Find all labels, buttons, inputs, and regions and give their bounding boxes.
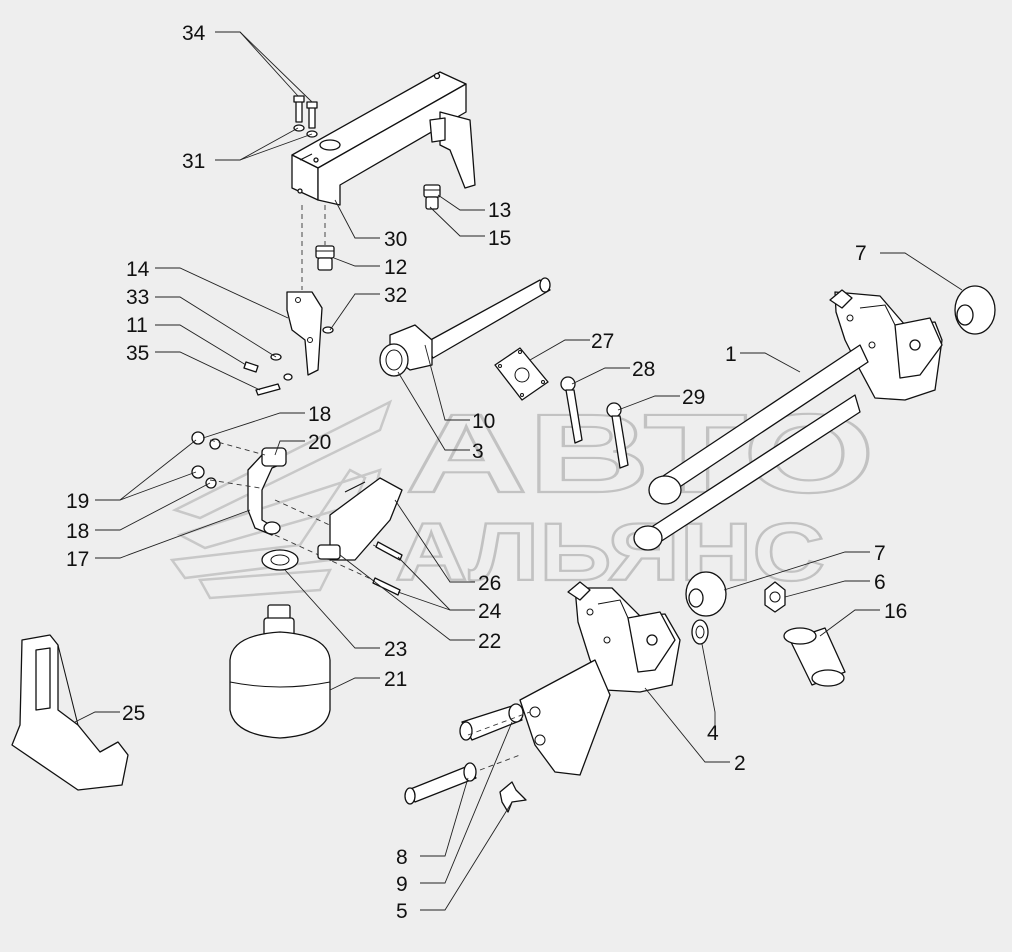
callout-24: 24 (478, 600, 502, 623)
accumulator-21 (229, 604, 331, 739)
roller-7-upper (954, 285, 996, 335)
callout-28: 28 (632, 358, 655, 381)
callout-18-lower: 18 (66, 520, 89, 543)
lift-rod-10 (379, 277, 551, 377)
callout-11: 11 (126, 314, 148, 337)
callout-14: 14 (126, 258, 150, 281)
pins-24 (372, 541, 403, 596)
fitting-20 (261, 447, 287, 467)
callout-31: 31 (182, 150, 205, 173)
callout-7-lower: 7 (874, 542, 886, 565)
callout-9: 9 (396, 873, 408, 896)
bolts-34 (293, 95, 318, 138)
washer-4 (691, 619, 709, 645)
callout-23: 23 (384, 638, 407, 661)
hook-upper-1 (829, 289, 943, 401)
callout-10: 10 (472, 410, 495, 433)
callout-3: 3 (472, 440, 484, 463)
callout-29: 29 (682, 386, 705, 409)
bushing-16 (783, 627, 846, 687)
plate-27 (494, 347, 549, 401)
nut-12 (315, 245, 335, 271)
watermark-logo (169, 399, 393, 600)
crossmember-30 (291, 71, 476, 206)
callout-33: 33 (126, 286, 149, 309)
nut-6 (764, 581, 786, 613)
lever-29 (606, 402, 629, 469)
callout-15: 15 (488, 227, 511, 250)
callout-22: 22 (478, 630, 501, 653)
watermark: АВТО АЛЬЯНС (169, 390, 876, 600)
nut-13 (423, 184, 441, 210)
callout-25: 25 (122, 702, 145, 725)
bracket-25 (11, 634, 129, 791)
callout-1: 1 (725, 343, 737, 366)
callout-13: 13 (488, 199, 511, 222)
small-fasteners (243, 353, 293, 396)
hook-lower-2 (567, 581, 681, 693)
pin-8 (404, 762, 477, 805)
callout-27: 27 (591, 330, 614, 353)
callout-26: 26 (478, 572, 501, 595)
watermark-line2: АЛЬЯНС (395, 507, 825, 598)
callout-5: 5 (396, 900, 408, 923)
callout-19: 19 (66, 490, 89, 513)
callout-21: 21 (384, 668, 407, 691)
callout-32: 32 (384, 284, 407, 307)
mount-plate (519, 659, 611, 776)
bracket-14 (286, 291, 334, 376)
callout-labels: 34 31 13 30 15 12 14 33 32 11 35 27 28 2… (66, 22, 907, 923)
lever-28 (560, 376, 583, 444)
callout-30: 30 (384, 228, 407, 251)
seal-23 (261, 549, 299, 571)
leader-lines (74, 31, 963, 911)
roller-7-lower (685, 571, 727, 617)
callout-6: 6 (874, 571, 886, 594)
callout-12: 12 (384, 256, 407, 279)
callout-7-upper: 7 (855, 242, 867, 265)
callout-35: 35 (126, 342, 149, 365)
callout-17: 17 (66, 548, 89, 571)
callout-16: 16 (884, 600, 907, 623)
callout-8: 8 (396, 846, 408, 869)
callout-4: 4 (707, 722, 719, 745)
valve-block-26 (317, 477, 403, 561)
callout-20: 20 (308, 431, 331, 454)
watermark-line1: АВТО (405, 391, 875, 516)
clip-5 (499, 781, 527, 813)
callout-2: 2 (734, 752, 746, 775)
callout-34: 34 (182, 22, 206, 45)
arm-1 (633, 344, 869, 551)
callout-18-upper: 18 (308, 403, 331, 426)
